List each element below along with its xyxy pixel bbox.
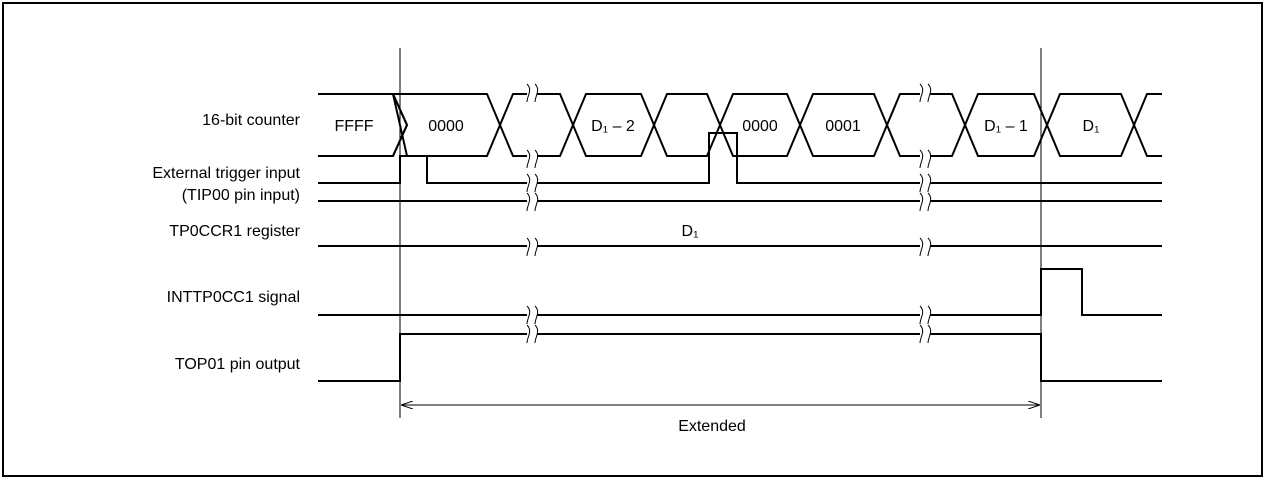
interrupt-label: INTTP0CC1 signal (167, 289, 300, 306)
diagram-border (2, 2, 1263, 477)
counter-value-0: FFFF (334, 118, 373, 135)
register-waveform (318, 192, 1162, 257)
output-label: TOP01 pin output (175, 356, 301, 373)
counter-value-3: 0000 (742, 118, 778, 135)
counter-value-4: 0001 (825, 118, 861, 135)
counter-label: 16-bit counter (202, 112, 301, 129)
register-label: TP0CCR1 register (169, 223, 300, 240)
interrupt-waveform (318, 268, 1162, 325)
trigger-label-line1: External trigger input (152, 165, 300, 182)
counter-bus (318, 83, 1162, 169)
counter-value-1: 0000 (428, 118, 464, 135)
counter-value-2: D₁ – 2 (591, 118, 635, 135)
register-value: D₁ (682, 223, 699, 240)
extended-label: Extended (678, 418, 746, 435)
counter-value-5: D₁ – 1 (984, 118, 1028, 135)
trigger-waveform (318, 132, 1162, 193)
counter-value-6: D₁ (1083, 118, 1100, 135)
trigger-label-line2: (TIP00 pin input) (182, 187, 300, 204)
output-waveform (318, 324, 1162, 382)
